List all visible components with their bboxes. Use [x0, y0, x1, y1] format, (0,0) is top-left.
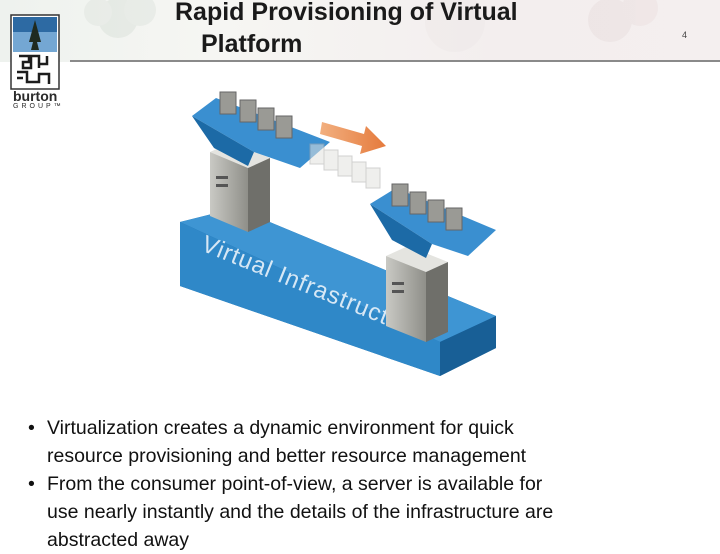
bullet-text-line: resource provisioning and better resourc…	[47, 445, 527, 467]
burton-group-logo	[9, 12, 61, 110]
bullet-text-line: From the consumer point-of-view, a serve…	[47, 473, 543, 495]
right-vm-tray	[370, 188, 496, 258]
logo-tagline: GROUP™	[13, 103, 64, 110]
header-band	[0, 0, 720, 62]
header-background-art	[84, 0, 658, 52]
left-vm-icons	[219, 91, 293, 139]
migration-arrow-icon	[320, 122, 386, 154]
bullet-text-line: abstracted away	[47, 529, 189, 551]
header-divider	[70, 60, 720, 62]
bullet-text-line: use nearly instantly and the details of …	[47, 501, 554, 523]
left-vm-tray	[192, 98, 330, 168]
bullet-symbol: •	[28, 473, 35, 495]
migrating-vm-icons	[309, 143, 381, 189]
right-server-icon	[386, 246, 448, 342]
slide-title-line2: Platform	[201, 30, 303, 58]
bullet-item: • Virtualization creates a dynamic envir…	[28, 414, 718, 470]
bullet-symbol: •	[28, 417, 35, 439]
slide-number: 4	[682, 30, 688, 40]
logo-wordmark: burton	[13, 88, 58, 104]
slide-title-line1: Rapid Provisioning of Virtual	[175, 0, 518, 26]
bullet-item: • From the consumer point-of-view, a ser…	[28, 470, 718, 554]
slide-title: Rapid Provisioning of Virtual Platform	[175, 0, 595, 60]
bullet-list: • Virtualization creates a dynamic envir…	[28, 414, 718, 554]
bullet-text-line: Virtualization creates a dynamic environ…	[47, 417, 514, 439]
virtual-infrastructure-diagram: Virtual Infrastructure	[170, 80, 500, 400]
right-vm-icons	[391, 183, 463, 231]
